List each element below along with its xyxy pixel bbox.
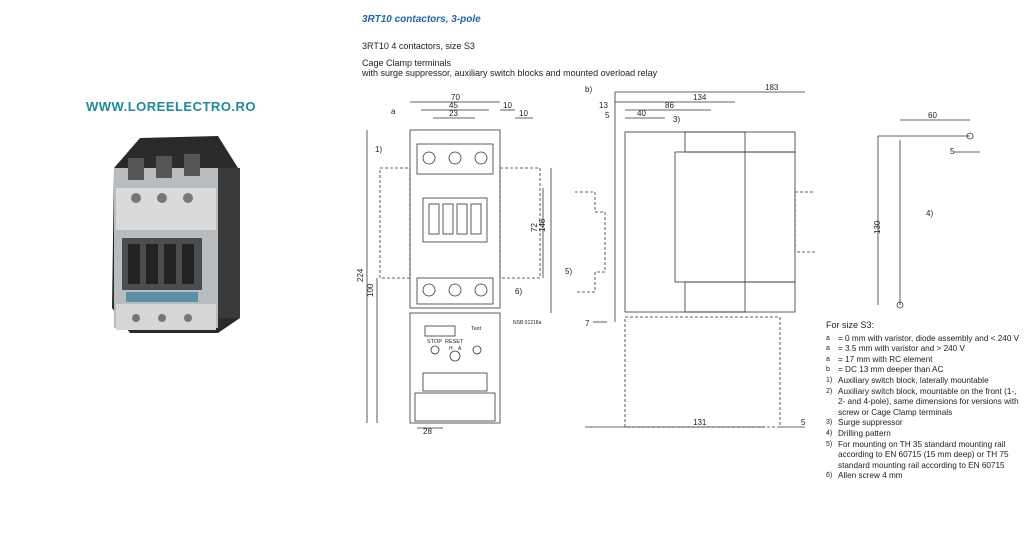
note-row: 2)Auxiliary switch block, mountable on t…: [826, 386, 1019, 417]
dim-224: 224: [356, 268, 365, 282]
dim-5-drill: 5: [950, 147, 955, 156]
label-footnote-1: 1): [375, 145, 382, 154]
contactor-product-photo: [112, 136, 240, 333]
drawing-code: NSB 01218a: [513, 320, 542, 326]
a-label: A: [458, 346, 462, 352]
dim-5-top: 5: [605, 111, 610, 120]
dim-134: 134: [693, 93, 707, 102]
dim-130: 130: [873, 220, 882, 234]
subtitle-line-3: with surge suppressor, auxiliary switch …: [362, 68, 658, 78]
dim-70: 70: [451, 93, 460, 102]
dim-5-bottom: 5: [801, 418, 806, 427]
front-view-drawing: 70 45 23 10 10 a 1) 6) 224 100 72 146 28…: [356, 93, 552, 436]
dim-86: 86: [665, 101, 674, 110]
note-row: 3)Surge suppressor: [826, 418, 903, 428]
note-row: a= 0 mm with varistor, diode assembly an…: [826, 333, 1020, 343]
dim-10-a: 10: [503, 101, 512, 110]
label-b: b): [585, 85, 592, 94]
drilling-pattern-drawing: 60 5 130 4): [873, 111, 980, 309]
label-footnote-3: 3): [673, 115, 680, 124]
watermark-url: WWW.LOREELECTRO.RO: [86, 99, 257, 114]
note-row: 4)Drilling pattern: [826, 428, 891, 438]
dim-28: 28: [423, 427, 432, 436]
test-label: Test: [471, 326, 482, 332]
note-row: 1)Auxiliary switch block, laterally moun…: [826, 375, 989, 385]
dim-60: 60: [928, 111, 937, 120]
dim-a-label: a: [391, 107, 396, 116]
dim-72: 72: [530, 223, 539, 232]
note-row: a= 17 mm with RC element: [826, 354, 933, 364]
note-row: 6)Allen screw 4 mm: [826, 471, 903, 481]
document-title: 3RT10 contactors, 3-pole: [362, 14, 481, 25]
dim-23: 23: [449, 109, 458, 118]
note-row: a= 3.5 mm with varistor and > 240 V: [826, 344, 965, 354]
dim-45: 45: [449, 101, 458, 110]
dim-10-b: 10: [519, 109, 528, 118]
label-footnote-6: 6): [515, 287, 522, 296]
h-label: H: [449, 346, 453, 352]
dim-13: 13: [599, 101, 608, 110]
label-footnote-4: 4): [926, 209, 933, 218]
dim-40: 40: [637, 109, 646, 118]
note-row: b= DC 13 mm deeper than AC: [826, 365, 944, 375]
notes-title: For size S3:: [826, 320, 875, 330]
subtitle-line-2: Cage Clamp terminals: [362, 58, 452, 68]
note-row: 5)For mounting on TH 35 standard mountin…: [826, 439, 1009, 470]
side-view-drawing: 183 134 86 40 13 5 b) 3) 5) 2) 7 131 5: [565, 83, 815, 428]
reset-label: RESET: [445, 339, 464, 345]
dim-183: 183: [765, 83, 779, 92]
dim-100: 100: [366, 283, 375, 297]
dim-146: 146: [538, 218, 547, 232]
stop-label: STOP: [427, 339, 442, 345]
dim-7: 7: [585, 319, 590, 328]
label-footnote-5: 5): [565, 267, 572, 276]
dim-131: 131: [693, 418, 707, 427]
subtitle-line-1: 3RT10 4 contactors, size S3: [362, 41, 475, 51]
footnotes-panel: For size S3: a= 0 mm with varistor, diod…: [826, 320, 1021, 482]
